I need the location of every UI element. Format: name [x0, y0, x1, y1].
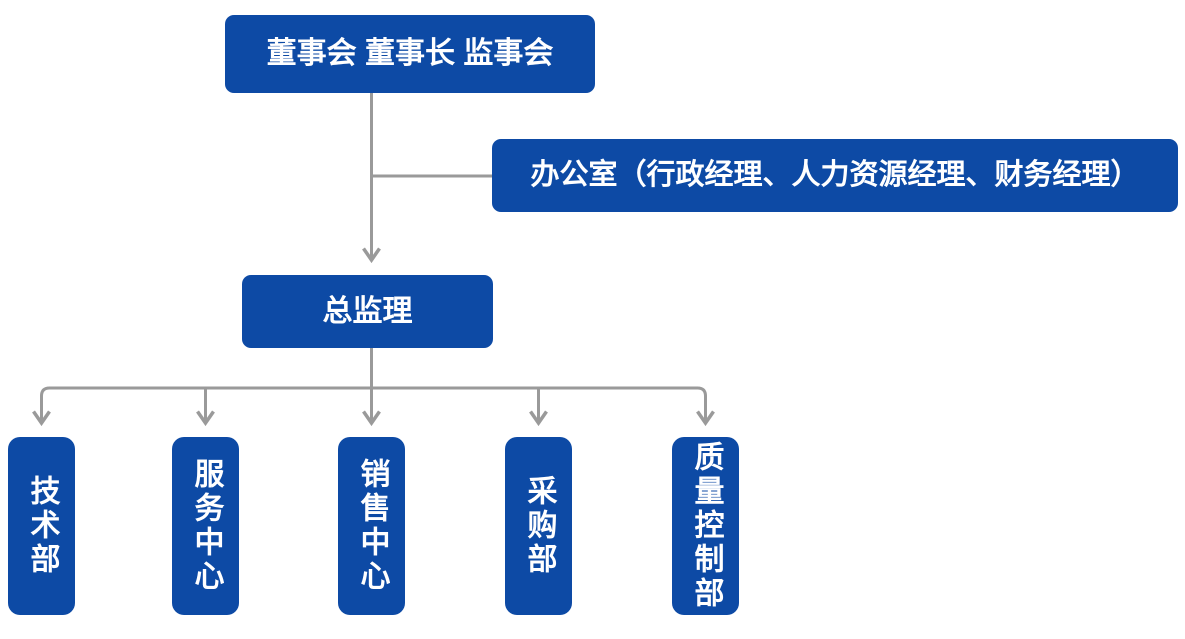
node-dept-sales-center: 销售中心 [338, 437, 405, 615]
arrowhead-dept-5 [696, 410, 715, 427]
node-board: 董事会 董事长 监事会 [225, 15, 595, 93]
arrowhead-supervisor [362, 247, 381, 264]
node-office: 办公室（行政经理、人力资源经理、财务经理） [492, 139, 1178, 212]
arrowhead-dept-1 [32, 410, 51, 427]
node-dept-procurement: 采购部 [505, 437, 572, 615]
node-chief-supervisor: 总监理 [242, 275, 493, 348]
arrowhead-dept-4 [529, 410, 548, 427]
node-dept-service-center: 服务中心 [172, 437, 239, 615]
node-dept-technology: 技术部 [8, 437, 75, 615]
arrowhead-dept-3 [362, 410, 381, 427]
edge-departments-bus [40, 386, 707, 421]
arrowhead-dept-2 [196, 410, 215, 427]
node-dept-quality-control: 质量控制部 [672, 437, 739, 615]
